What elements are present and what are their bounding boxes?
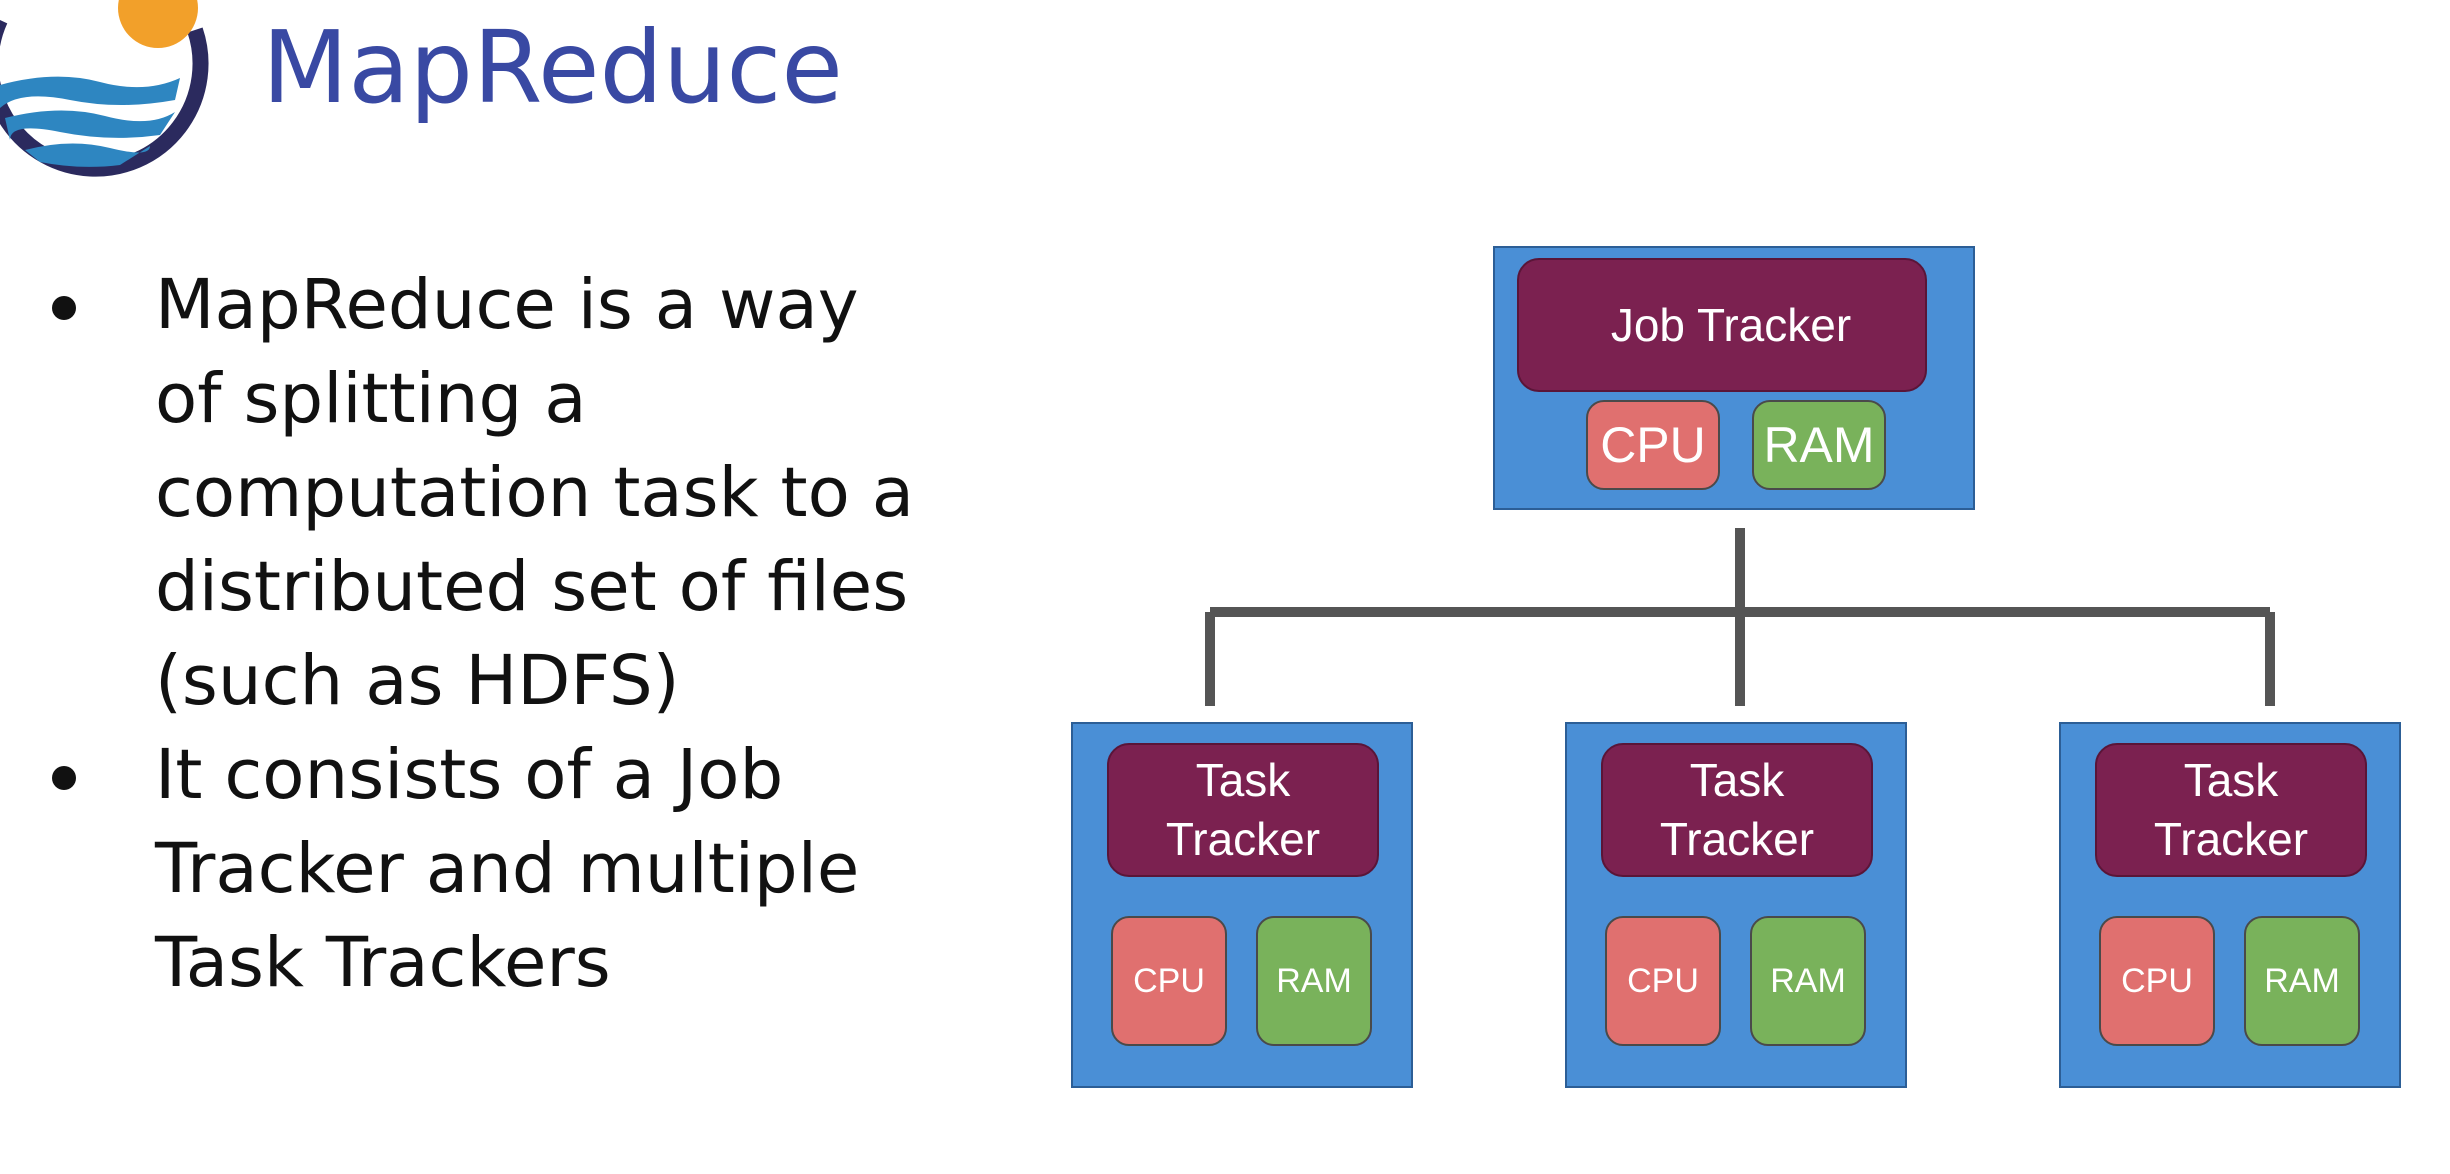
bullet-1-line-1: MapReduce is a way [155, 265, 859, 345]
task-tracker-node-3: Task Tracker CPU RAM [2059, 722, 2401, 1088]
bullet-item-1: MapReduce is a way of splitting a comput… [40, 258, 1040, 728]
task-tracker-box-1: Task Tracker [1107, 743, 1379, 877]
bullet-1-line-2: of splitting a [155, 359, 587, 439]
task-tracker-2-line-2: Tracker [1659, 813, 1815, 865]
bullet-dot-icon [52, 766, 76, 790]
bullet-2-line-1: It consists of a Job [155, 735, 784, 815]
task-tracker-2-line-1: Task [1689, 754, 1785, 807]
task-tracker-box-2: Task Tracker [1601, 743, 1873, 877]
bullet-1-line-3: computation task to a [155, 453, 914, 533]
bullet-1-line-5: (such as HDFS) [155, 641, 680, 721]
task-1-cpu-box: CPU [1111, 916, 1227, 1046]
task-tracker-3-line-1: Task [2183, 754, 2279, 807]
bullet-list: MapReduce is a way of splitting a comput… [40, 258, 1040, 1010]
task-1-ram-box: RAM [1256, 916, 1372, 1046]
task-2-cpu-box: CPU [1605, 916, 1721, 1046]
water-sun-logo-icon [0, 0, 209, 177]
task-3-ram-box: RAM [2244, 916, 2360, 1046]
task-3-cpu-box: CPU [2099, 916, 2215, 1046]
job-tracker-node: Job Tracker CPU RAM [1493, 246, 1975, 510]
task-tracker-1-line-2: Tracker [1165, 813, 1321, 865]
task-tracker-3-line-2: Tracker [2153, 813, 2309, 865]
bullet-dot-icon [52, 296, 76, 320]
task-tracker-1-line-1: Task [1195, 754, 1291, 807]
task-2-ram-box: RAM [1750, 916, 1866, 1046]
task-tracker-node-2: Task Tracker CPU RAM [1565, 722, 1907, 1088]
bullet-item-2: It consists of a Job Tracker and multipl… [40, 728, 1040, 1010]
slide-title: MapReduce [262, 9, 843, 126]
bullet-2-line-3: Task Trackers [155, 923, 611, 1003]
bullet-2-line-2: Tracker and multiple [155, 829, 860, 909]
bullet-1-line-4: distributed set of files [155, 547, 909, 627]
task-tracker-box-3: Task Tracker [2095, 743, 2367, 877]
job-ram-box: RAM [1752, 400, 1886, 490]
job-cpu-box: CPU [1586, 400, 1720, 490]
task-tracker-node-1: Task Tracker CPU RAM [1071, 722, 1413, 1088]
job-tracker-box: Job Tracker [1517, 258, 1927, 392]
